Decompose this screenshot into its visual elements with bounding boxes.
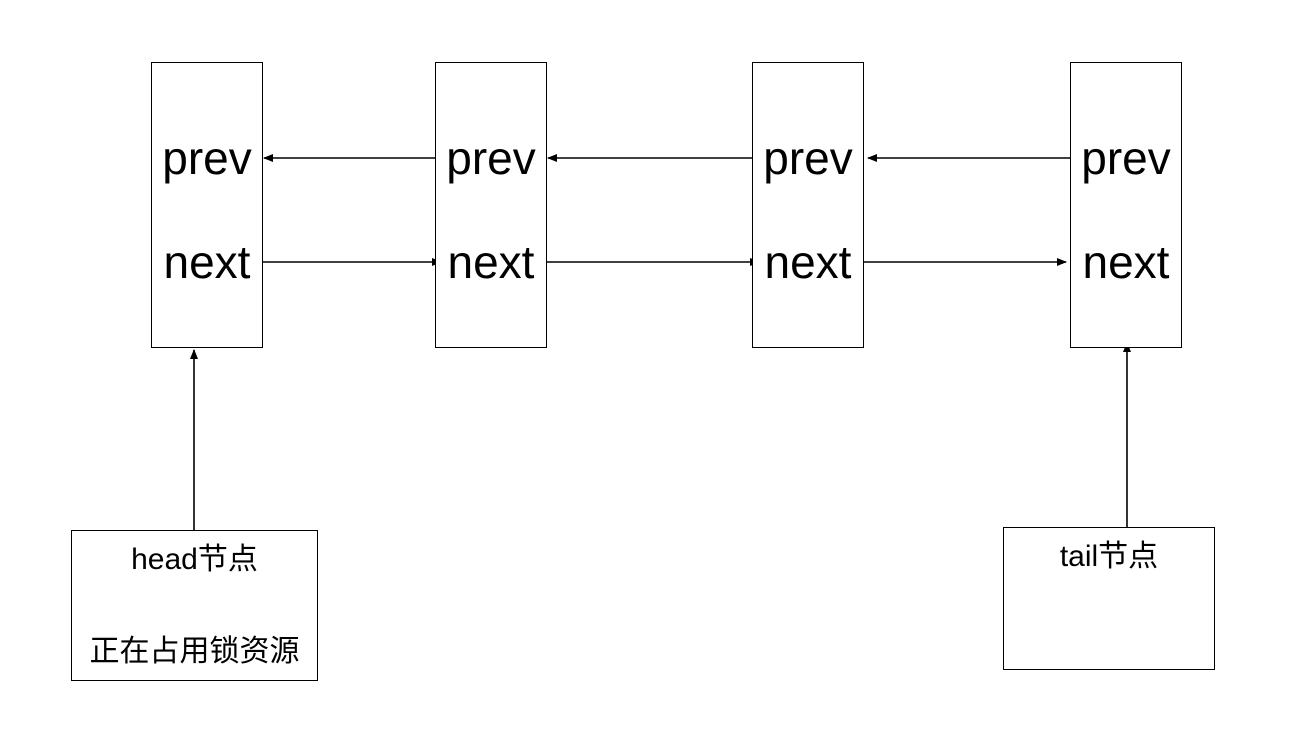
node-next-field: next bbox=[764, 236, 852, 288]
node-next-field: next bbox=[447, 236, 535, 288]
list-node-4: prev next bbox=[1070, 62, 1182, 348]
head-pointer-box: head节点 正在占用锁资源 bbox=[71, 530, 318, 681]
tail-title: tail节点 bbox=[1059, 540, 1159, 573]
node-prev-field: prev bbox=[763, 132, 853, 184]
list-node-3: prev next bbox=[752, 62, 864, 348]
head-description: 正在占用锁资源 bbox=[89, 635, 300, 668]
list-node-2: prev next bbox=[435, 62, 547, 348]
node-prev-field: prev bbox=[1081, 132, 1171, 184]
list-node-1: prev next bbox=[151, 62, 263, 348]
node-next-field: next bbox=[1082, 236, 1170, 288]
tail-pointer-box: tail节点 bbox=[1003, 527, 1215, 670]
node-next-field: next bbox=[163, 236, 251, 288]
node-prev-field: prev bbox=[446, 132, 536, 184]
head-title: head节点 bbox=[131, 543, 258, 576]
node-prev-field: prev bbox=[162, 132, 252, 184]
